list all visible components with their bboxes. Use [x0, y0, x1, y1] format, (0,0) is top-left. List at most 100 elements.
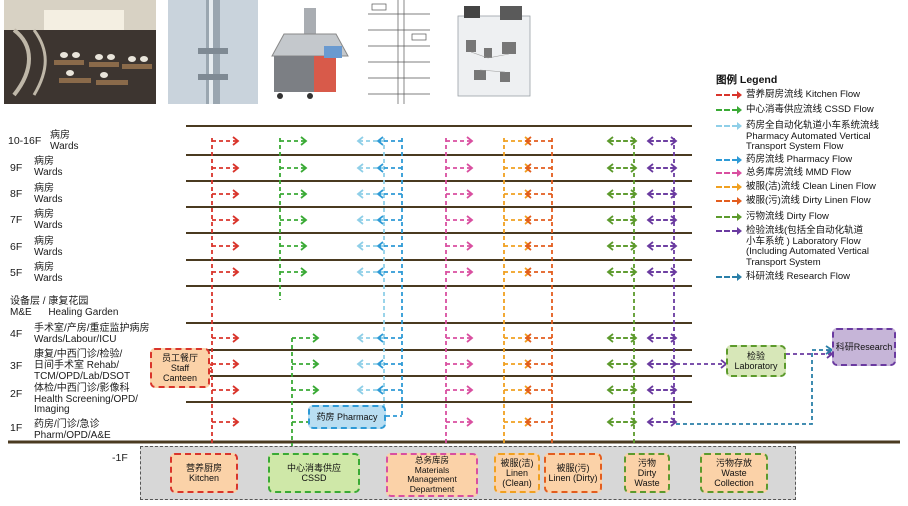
dirty-flow-branch-head — [606, 163, 614, 173]
floor-label-en-2: TCM/OPD/Lab/DSOT — [34, 371, 131, 382]
cssd-flow-branch-head — [300, 189, 308, 199]
lab-flow-branch-head — [646, 163, 654, 173]
photo-lab-system — [454, 0, 534, 104]
floor-label-en: M&E Healing Garden — [10, 307, 119, 318]
legend-label-4: Transport System — [746, 256, 821, 268]
lab-flow-branch-head — [646, 136, 654, 146]
kitchen-flow-branch-head — [232, 267, 240, 277]
pharmacy-flow-branch-head — [376, 359, 384, 369]
kitchen-flow-branch-head — [232, 136, 240, 146]
box-label-cn: 被服(污) — [556, 463, 590, 473]
dirty-flow-return-head — [630, 385, 638, 395]
box-label-en-2: Waste — [634, 478, 660, 488]
legend-label: 污物流线 Dirty Flow — [746, 211, 829, 222]
legend-label: 总务库房流线 MMD Flow — [746, 167, 852, 178]
pav-flow-branch-head — [356, 333, 364, 343]
photo-chute — [168, 0, 258, 104]
box-label-cn: 员工餐厅 — [161, 353, 198, 363]
floor-code: 10-16F — [8, 135, 42, 147]
canteen-photo-image — [4, 0, 156, 104]
floor-code: 6F — [10, 241, 23, 253]
box-label-en-2: Management — [407, 474, 457, 484]
kitchen-flow-branch-head — [232, 385, 240, 395]
floor-label-cn: 病房 — [34, 156, 54, 167]
dirty-flow-return-head — [630, 359, 638, 369]
kitchen-flow-branch-head — [232, 189, 240, 199]
dirty-flow-return-head — [630, 267, 638, 277]
floor-code: 1F — [10, 422, 23, 434]
floor-label-en: 日间手术室 Rehab/ — [34, 360, 120, 371]
mmd-flow-branch-head — [466, 163, 474, 173]
legend-label: 药房全自动化轨道小车系统流线 — [746, 120, 880, 131]
arrow-head-icon — [737, 169, 742, 177]
dirty-flow-branch-head — [606, 241, 614, 251]
legend-item-dirty: 污物流线 Dirty Flow — [716, 211, 829, 223]
cssd-flow-branch-head — [300, 267, 308, 277]
pav-flow-branch-head — [356, 163, 364, 173]
arrow-head-icon — [737, 183, 742, 191]
pharmacy-flow-branch-head — [376, 333, 384, 343]
photo-canteen — [4, 0, 156, 104]
legend-swatch — [716, 125, 738, 127]
cssd-flow-lower-branch-head — [312, 385, 320, 395]
staff-canteen-box: 员工餐厅 Staff Canteen — [150, 348, 210, 388]
pav-flow-branch-head — [356, 267, 364, 277]
legend-label: 检验流线(包括全自动化轨道 — [746, 225, 864, 236]
arrow-head-icon — [737, 106, 742, 114]
box-label-cn: 污物存放 — [715, 458, 752, 468]
legend-label: 药房流线 Pharmacy Flow — [746, 154, 853, 165]
legend-title: 图例 Legend — [716, 74, 778, 86]
legend-item-dirty-linen: 被服(污)流线 Dirty Linen Flow — [716, 195, 871, 207]
cssd-flow-branch-head — [300, 215, 308, 225]
lab-flow-branch-head — [646, 417, 654, 427]
dirty-linen-flow-branch-head — [524, 163, 532, 173]
dirty-flow-return-head — [630, 163, 638, 173]
legend-item-pav: 药房全自动化轨道小车系统流线 Pharmacy Automated Vertic… — [716, 120, 880, 153]
mmd-flow-branch-head — [466, 385, 474, 395]
box-label-cn: 检验 — [746, 351, 765, 361]
lab-flow-branch-head — [646, 189, 654, 199]
dirty-linen-flow-branch-head — [524, 215, 532, 225]
box-label-cn: 药房 Pharmacy — [316, 412, 378, 422]
arrow-head-icon — [737, 227, 742, 235]
floor-label-en: Wards — [34, 220, 63, 231]
cssd-box: 中心消毒供应 CSSD — [268, 453, 360, 493]
dirty-flow-branch-head — [606, 267, 614, 277]
cssd-flow-branch-head — [300, 136, 308, 146]
pharmacy-flow-branch-head — [376, 241, 384, 251]
floor-label-en: Wards — [34, 247, 63, 258]
pharmacy-flow-branch-head — [376, 163, 384, 173]
floor-code: 8F — [10, 188, 23, 200]
arrow-head-icon — [737, 156, 742, 164]
lab-flow-return-head — [670, 385, 678, 395]
box-label-cn: 科研Research — [835, 342, 893, 352]
floor-label-en: Wards — [34, 194, 63, 205]
lab-system-image — [454, 0, 534, 104]
kitchen-flow-branch-head — [232, 359, 240, 369]
kitchen-box: 营养厨房 Kitchen — [170, 453, 238, 493]
linen-dirty-box: 被服(污) Linen (Dirty) — [544, 453, 602, 493]
box-label-en: Kitchen — [188, 473, 220, 483]
legend-swatch — [716, 94, 738, 96]
floor-label-en: Health Screening/OPD/ — [34, 394, 138, 405]
mmd-flow-branch-head — [466, 241, 474, 251]
lab-flow-return-head — [670, 241, 678, 251]
dirty-flow-branch-head — [606, 215, 614, 225]
legend-label: 营养厨房流线 Kitchen Flow — [746, 89, 861, 100]
pav-flow-branch-head — [356, 136, 364, 146]
pharmacy-flow-branch-head — [376, 385, 384, 395]
box-label-cn: 被服(洁) — [500, 458, 534, 468]
dirty-flow-return-head — [630, 241, 638, 251]
box-label-cn: 污物 — [637, 458, 656, 468]
dirty-flow-return-head — [630, 136, 638, 146]
box-label-en-2: Canteen — [162, 373, 198, 383]
lab-flow-branch-head — [646, 385, 654, 395]
linen-clean-box: 被服(洁) Linen (Clean) — [494, 453, 540, 493]
legend-swatch — [716, 186, 738, 188]
legend-item-lab: 检验流线(包括全自动化轨道 小车系统 ) Laboratory Flow (In… — [716, 225, 869, 268]
arrow-head-icon — [737, 122, 742, 130]
dirty-waste-box: 污物 Dirty Waste — [624, 453, 670, 493]
dirty-flow-branch-head — [606, 359, 614, 369]
dirty-linen-flow-branch-head — [524, 359, 532, 369]
dirty-linen-flow-branch-head — [524, 241, 532, 251]
